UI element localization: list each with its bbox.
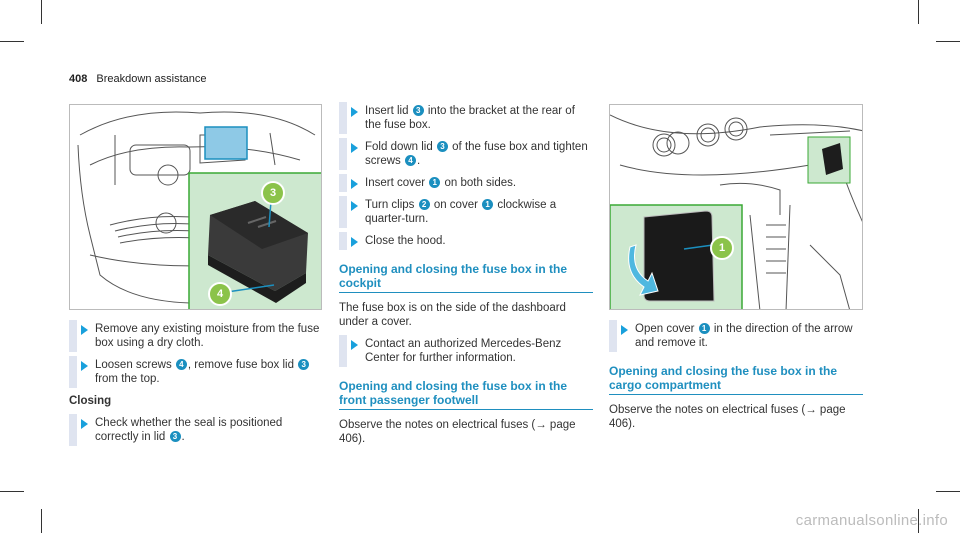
step-text: Loosen screws <box>95 359 175 371</box>
callout-number: 3 <box>436 141 448 152</box>
instruction-step: Close the hood. <box>339 232 593 250</box>
crop-mark <box>936 491 960 492</box>
crop-mark <box>918 0 919 24</box>
crop-mark <box>41 0 42 24</box>
callout-number: 3 <box>412 105 424 116</box>
callout-number: 3 <box>169 431 181 442</box>
instruction-step: Turn clips 2 on cover 1 clockwise a quar… <box>339 196 593 228</box>
instruction-step: Loosen screws 4, remove fuse box lid 3 f… <box>69 356 321 388</box>
section-heading: Opening and closing the fuse box in the … <box>609 364 863 395</box>
step-arrow-icon <box>351 179 358 189</box>
step-text: . <box>181 431 185 443</box>
column-1: Remove any existing moisture from the fu… <box>69 320 321 452</box>
step-text: Turn clips <box>365 199 418 211</box>
step-text: on cover <box>430 199 482 211</box>
figure-cockpit-fuse-box: 1 <box>609 104 863 310</box>
instruction-step: Insert lid 3 into the bracket at the rea… <box>339 102 593 134</box>
crop-mark <box>0 41 24 42</box>
instruction-step: Open cover 1 in the direction of the arr… <box>609 320 863 352</box>
column-3: Open cover 1 in the direction of the arr… <box>609 320 863 439</box>
crop-mark <box>918 509 919 533</box>
callout-3: 3 <box>261 181 285 205</box>
step-text: of the fuse box and tighten screws <box>365 141 588 167</box>
step-arrow-icon <box>81 419 88 429</box>
paragraph: Observe the notes on electrical fuses (→… <box>609 404 846 430</box>
callout-number: 1 <box>429 177 441 188</box>
section-title: Breakdown assistance <box>96 73 207 85</box>
instruction-step: Remove any existing moisture from the fu… <box>69 320 321 352</box>
crop-mark <box>41 509 42 533</box>
paragraph: Observe the notes on electrical fuses (→… <box>339 419 576 445</box>
step-arrow-icon <box>351 237 358 247</box>
step-text: into the bracket at the rear of the fuse… <box>365 105 575 131</box>
section-heading: Opening and closing the fuse box in the … <box>339 262 593 293</box>
step-arrow-icon <box>621 325 628 335</box>
step-arrow-icon <box>351 201 358 211</box>
step-text: Contact an authorized Mercedes-Benz Cent… <box>365 338 562 364</box>
callout-number: 3 <box>298 359 310 370</box>
crop-mark <box>0 491 24 492</box>
instruction-step: Check whether the seal is positioned cor… <box>69 414 321 446</box>
callout-number: 4 <box>175 359 187 370</box>
step-text: Fold down lid <box>365 141 436 153</box>
crop-mark <box>936 41 960 42</box>
watermark: carmanualsonline.info <box>795 512 948 529</box>
column-2: Insert lid 3 into the bracket at the rea… <box>339 102 593 454</box>
step-text: clockwise a quarter-turn. <box>365 199 557 225</box>
step-text: , remove fuse box lid <box>187 359 298 371</box>
step-text: Remove any existing moisture from the fu… <box>95 323 320 349</box>
step-arrow-icon <box>81 325 88 335</box>
callout-1: 1 <box>710 236 734 260</box>
instruction-step: Insert cover 1 on both sides. <box>339 174 593 192</box>
instruction-step: Contact an authorized Mercedes-Benz Cent… <box>339 335 593 367</box>
instruction-step: Fold down lid 3 of the fuse box and tigh… <box>339 138 593 170</box>
step-text: Insert cover <box>365 177 429 189</box>
step-text: on both sides. <box>441 177 517 189</box>
callout-4: 4 <box>208 282 232 306</box>
paragraph: The fuse box is on the side of the dashb… <box>339 302 566 328</box>
step-arrow-icon <box>351 340 358 350</box>
callout-number: 1 <box>482 199 494 210</box>
step-arrow-icon <box>351 107 358 117</box>
step-text: Check whether the seal is positioned cor… <box>95 417 283 443</box>
page-header: 408 Breakdown assistance <box>69 73 206 85</box>
cockpit-illustration <box>610 114 862 309</box>
step-arrow-icon <box>81 361 88 371</box>
step-text: . <box>416 155 421 167</box>
page-number: 408 <box>69 73 88 85</box>
figure-engine-fuse-box: 3 4 <box>69 104 322 310</box>
callout-number: 1 <box>698 323 710 334</box>
callout-number: 4 <box>404 155 416 166</box>
step-text: Insert lid <box>365 105 412 117</box>
section-heading: Opening and closing the fuse box in the … <box>339 379 593 410</box>
step-text: Open cover <box>635 323 698 335</box>
subheading-closing: Closing <box>69 395 112 407</box>
engine-illustration <box>77 111 321 309</box>
step-text: from the top. <box>95 373 160 385</box>
step-text: in the direction of the arrow and remove… <box>635 323 853 349</box>
step-arrow-icon <box>351 143 358 153</box>
step-text: Close the hood. <box>365 235 446 247</box>
callout-number: 2 <box>418 199 430 210</box>
